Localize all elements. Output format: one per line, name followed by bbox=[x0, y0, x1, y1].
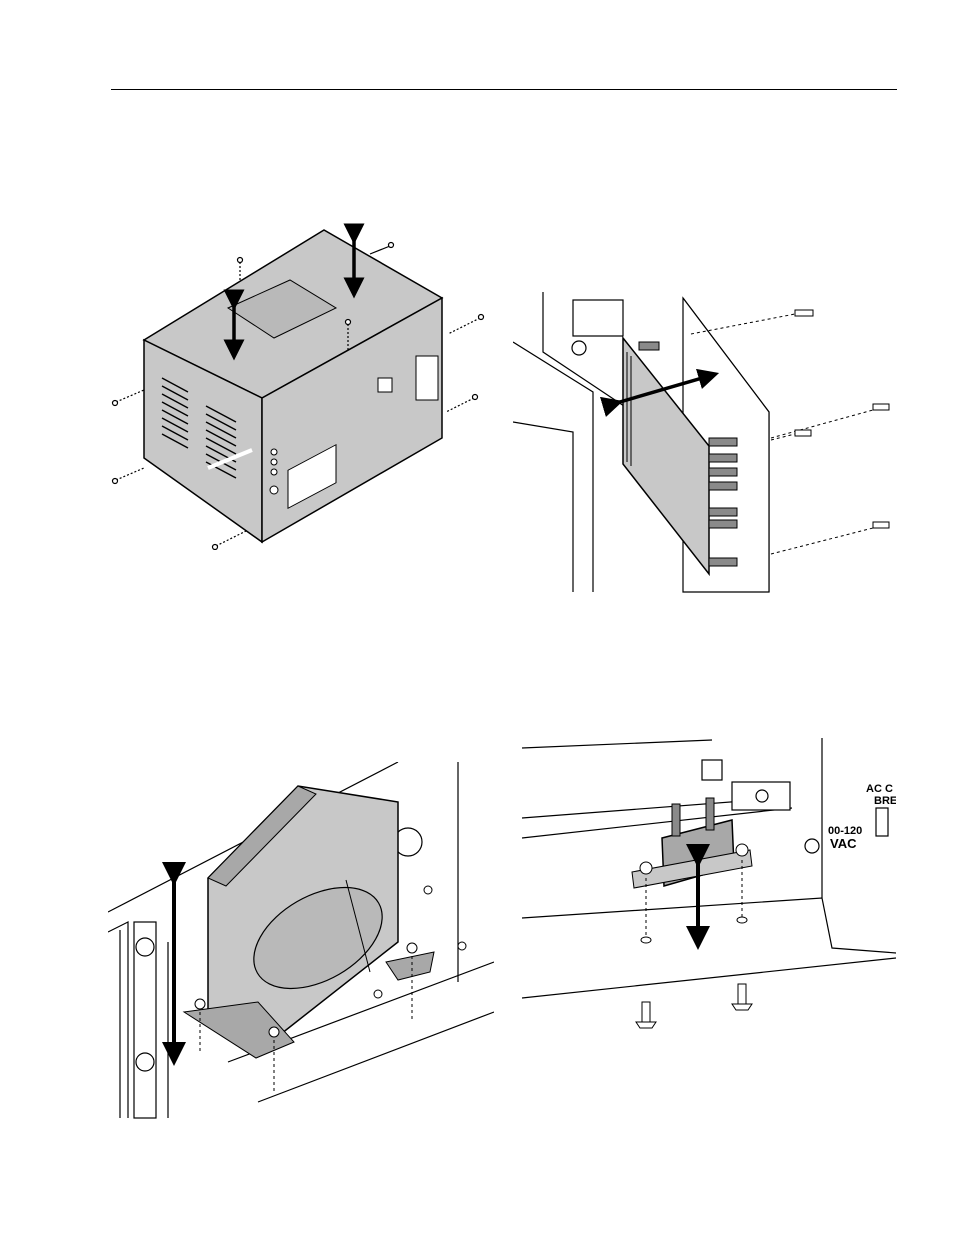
front-switch bbox=[378, 378, 392, 392]
header-rule bbox=[111, 89, 897, 90]
screw-icon bbox=[636, 984, 752, 1028]
breaker-illustration: AC C BREA 00-120 VAC bbox=[522, 738, 896, 1030]
breaker-drawing: AC C BREA 00-120 VAC bbox=[522, 738, 896, 1030]
circuit-board-illustration bbox=[513, 292, 896, 598]
enclosure-illustration bbox=[108, 220, 488, 550]
circuit-board-drawing bbox=[513, 292, 896, 598]
enclosure-drawing bbox=[108, 220, 488, 550]
ac-label-line1: AC C bbox=[866, 783, 893, 795]
transformer-foot bbox=[386, 952, 434, 980]
front-side-plate bbox=[416, 356, 438, 400]
ac-label-line2: BREA bbox=[874, 795, 896, 807]
transformer-drawing bbox=[108, 762, 494, 1122]
mounting-holes bbox=[641, 917, 747, 943]
transformer-illustration bbox=[108, 762, 494, 1122]
voltage-label-line2: VAC bbox=[830, 836, 857, 851]
